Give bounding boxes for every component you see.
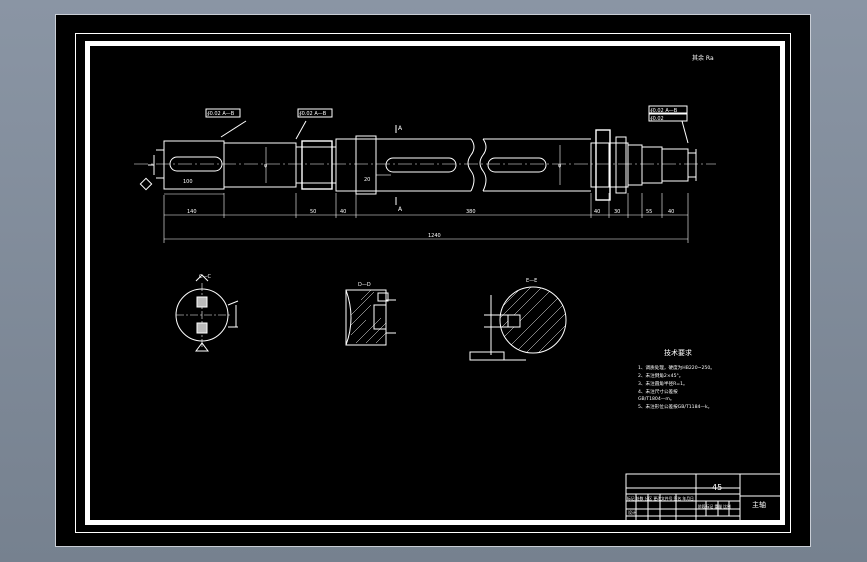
- dim-dia-large: φ: [558, 163, 562, 169]
- tolerance-mid: ∮0.02 A—B: [299, 111, 327, 117]
- tech-req-item-5: GB/T1804—m。: [638, 396, 674, 402]
- corner-note: 其余 Ra: [692, 54, 714, 62]
- title-part-name: 主轴: [752, 500, 766, 509]
- shaft-front-view: [134, 129, 716, 201]
- dim-dia-small: φ: [264, 163, 268, 169]
- dim-seg3: 40: [340, 209, 346, 215]
- tech-req-item-2: 2、未注倒角2×45°。: [638, 372, 683, 379]
- drawing-viewport[interactable]: 其余 Ra ∮0.02 A—B ∮0.02 A—B ∮0.02 A—B ∮0.0…: [55, 14, 811, 547]
- tolerance-left: ∮0.02 A—B: [207, 111, 235, 117]
- dim-seg1: 140: [187, 209, 197, 215]
- drawing-canvas: 其余 Ra ∮0.02 A—B ∮0.02 A—B ∮0.02 A—B ∮0.0…: [134, 54, 784, 525]
- title-row-labels: 标记 处数 分区 更改文件号 签名 年月日: [627, 496, 694, 501]
- section-c-label: C—C: [199, 274, 211, 280]
- dim-mid-keyway: 20: [364, 177, 370, 183]
- section-mark-a-top: A: [398, 125, 403, 132]
- sheet-outer-border: [75, 33, 791, 533]
- dim-seg5: 40: [594, 209, 600, 215]
- section-e-label: E—E: [526, 278, 537, 284]
- section-mark-a-bottom: A: [398, 206, 403, 213]
- tech-req-item-6: 5、未注形位公差按GB/T1184—k。: [638, 403, 712, 410]
- title-material: 45: [712, 483, 722, 492]
- dim-seg7: 55: [646, 209, 652, 215]
- dim-total-length: 1240: [428, 233, 441, 239]
- title-stage-row: 阶段标记 重量 比例: [698, 504, 731, 509]
- title-design: 设计: [628, 509, 636, 515]
- section-d-label: D—D: [358, 282, 371, 288]
- tolerance-right-2: ∮0.02: [650, 116, 664, 122]
- section-view-right: [469, 286, 567, 361]
- tolerance-right-1: ∮0.02 A—B: [650, 108, 678, 114]
- section-view-middle: [345, 289, 396, 346]
- tech-req-item-3: 3、未注圆角半径R=1。: [638, 380, 688, 387]
- section-view-left: [175, 274, 239, 352]
- dim-seg4: 380: [466, 209, 476, 215]
- tech-req-item-4: 4、未注尺寸公差按: [638, 388, 678, 395]
- dim-seg6: 30: [614, 209, 620, 215]
- dim-seg2: 50: [310, 209, 316, 215]
- dim-seg8: 40: [668, 209, 674, 215]
- sheet-inner-frame: [85, 41, 785, 525]
- dim-key-left: 100: [183, 179, 193, 185]
- tech-req-title: 技术要求: [664, 348, 692, 357]
- tech-req-item-1: 1、调质处理，硬度为HB220~250。: [638, 364, 715, 371]
- title-block: [625, 473, 784, 525]
